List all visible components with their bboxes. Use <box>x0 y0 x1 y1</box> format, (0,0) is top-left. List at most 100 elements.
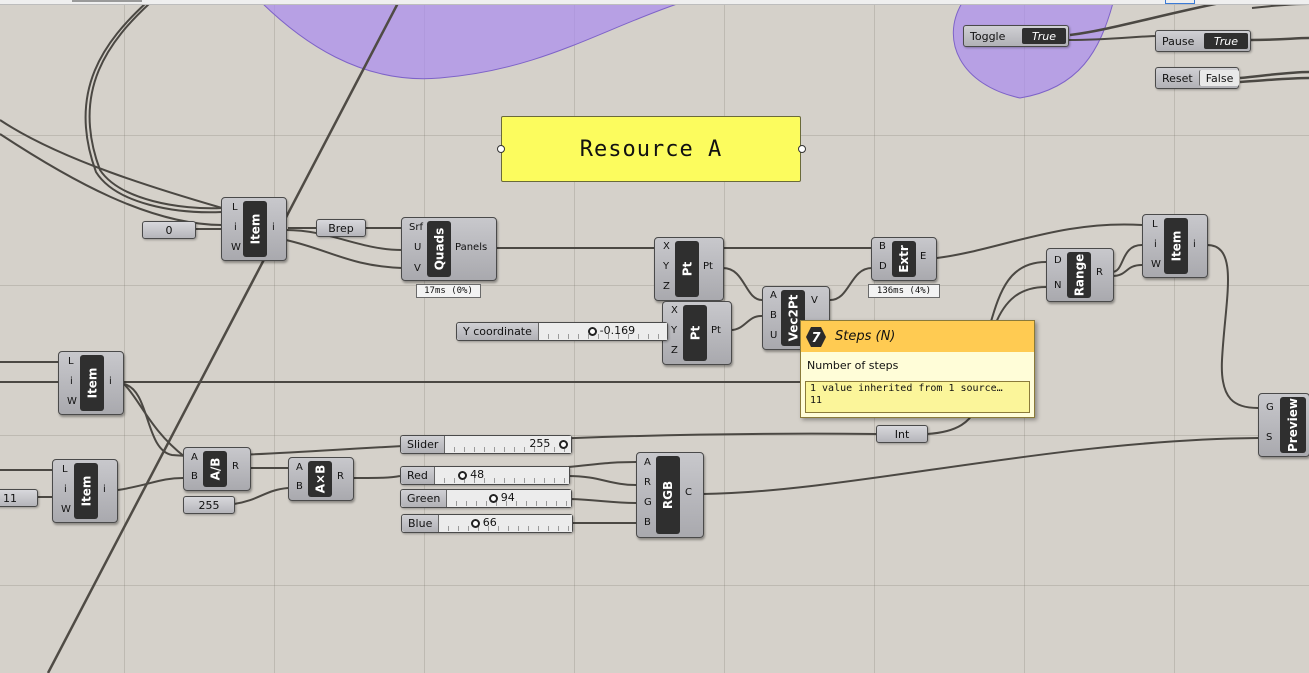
component-core: RGB <box>656 456 680 534</box>
list-item-component-right[interactable]: L i W Item i <box>1142 214 1208 278</box>
tooltip-value-line: 11 <box>810 395 823 406</box>
panel-input-grip[interactable] <box>497 145 505 153</box>
input-label-D: D <box>1054 255 1062 266</box>
input-label-A: A <box>296 462 303 473</box>
division-component[interactable]: A B A/B R <box>183 447 251 491</box>
boolean-toggle[interactable]: Toggle True <box>963 25 1069 47</box>
output-label-V: V <box>811 295 818 306</box>
slider-track[interactable]: 255 <box>445 436 571 453</box>
multiplication-component[interactable]: A B A×B R <box>288 457 354 501</box>
input-label-A: A <box>191 452 198 463</box>
preview-region-left <box>260 2 681 80</box>
input-label-W: W <box>231 242 241 253</box>
slider-track[interactable]: 94 <box>447 490 571 507</box>
component-name: Pt <box>680 261 694 277</box>
output-label-i: i <box>109 376 112 387</box>
slider-knob[interactable] <box>470 519 480 528</box>
slider-knob[interactable] <box>587 327 597 336</box>
input-label-S: S <box>1266 432 1273 443</box>
slider-track[interactable]: 66 <box>439 515 572 532</box>
number-param-255[interactable]: 255 <box>183 496 235 514</box>
slider-knob[interactable] <box>559 440 569 449</box>
slider-name: Y coordinate <box>457 323 539 340</box>
toolbar-button[interactable] <box>1165 0 1195 4</box>
range-component[interactable]: D N Range R <box>1046 248 1114 302</box>
integer-param-icon: 7 <box>805 326 827 348</box>
component-name: A/B <box>207 457 222 481</box>
param-value: 255 <box>198 498 220 512</box>
input-label-D: D <box>879 261 887 272</box>
extrude-component[interactable]: B D Extr E <box>871 237 937 281</box>
input-label-W: W <box>61 504 71 515</box>
slider-track[interactable]: -0.169 <box>538 323 667 340</box>
input-label-R: R <box>644 477 651 488</box>
input-label-i: i <box>1154 239 1157 250</box>
input-label-Z: Z <box>663 281 670 292</box>
input-label-Y: Y <box>663 261 670 272</box>
output-label-R: R <box>232 461 239 472</box>
number-param-eleven[interactable]: 11 <box>0 489 38 507</box>
component-core: A/B <box>203 451 227 487</box>
toggle-name: Pause <box>1162 34 1195 48</box>
input-label-i: i <box>234 222 237 233</box>
reset-toggle[interactable]: Reset False <box>1155 67 1240 89</box>
color-rgb-component[interactable]: A R G B RGB C <box>636 452 704 538</box>
red-slider[interactable]: Red 48 <box>400 466 570 485</box>
component-core: A×B <box>308 461 332 497</box>
slider-track[interactable]: 48 <box>434 467 569 484</box>
output-label-i: i <box>1193 239 1196 250</box>
green-slider[interactable]: Green 94 <box>400 489 572 508</box>
list-item-component-top[interactable]: L i W Item i <box>221 197 287 261</box>
component-core: Item <box>74 463 98 519</box>
component-core: Pt <box>683 305 707 361</box>
input-label-B: B <box>879 241 886 252</box>
timing-label-quads: 17ms (0%) <box>416 284 481 298</box>
input-label-B: B <box>770 310 777 321</box>
component-name: Item <box>79 475 93 507</box>
quads-component[interactable]: Srf U V Quads Panels <box>401 217 497 281</box>
panel-output-grip[interactable] <box>798 145 806 153</box>
input-label-i: i <box>70 376 73 387</box>
output-label-i: i <box>103 484 106 495</box>
resource-panel-text: Resource A <box>579 136 723 162</box>
slider-knob[interactable] <box>458 471 468 480</box>
integer-param[interactable]: Int <box>876 425 928 443</box>
preview-component[interactable]: G S Preview <box>1258 393 1309 457</box>
component-name: RGB <box>661 480 675 510</box>
input-label-U: U <box>770 330 778 341</box>
input-label-G: G <box>1266 402 1274 413</box>
tooltip-source-line: 1 value inherited from 1 source… <box>810 383 1003 394</box>
toggle-name: Toggle <box>970 29 1006 43</box>
component-name: Preview <box>1286 397 1301 453</box>
component-name: Vec2Pt <box>786 294 801 342</box>
input-label-G: G <box>644 497 652 508</box>
pause-toggle[interactable]: Pause True <box>1155 30 1251 52</box>
construct-point-component-top[interactable]: X Y Z Pt Pt <box>654 237 724 301</box>
resource-panel[interactable]: Resource A <box>501 116 801 182</box>
input-label-L: L <box>68 356 74 367</box>
input-label-U: U <box>414 242 422 253</box>
list-item-component-mid[interactable]: L i W Item i <box>58 351 124 415</box>
brep-param[interactable]: Brep <box>316 219 366 237</box>
input-label-L: L <box>232 202 238 213</box>
toggle-value[interactable]: False <box>1198 70 1240 86</box>
output-label-panels: Panels <box>455 242 488 253</box>
param-label: Int <box>894 427 910 441</box>
blue-slider[interactable]: Blue 66 <box>401 514 573 533</box>
output-label-pt: Pt <box>703 261 713 272</box>
input-label-X: X <box>671 305 678 316</box>
number-slider[interactable]: Slider 255 <box>400 435 572 454</box>
slider-knob[interactable] <box>488 494 498 503</box>
toggle-value[interactable]: True <box>1021 28 1066 44</box>
component-name: Extr <box>897 245 911 273</box>
component-core: Item <box>1164 218 1188 274</box>
toggle-value[interactable]: True <box>1203 33 1248 49</box>
input-label-Y: Y <box>671 325 678 336</box>
construct-point-component-mid[interactable]: X Y Z Pt Pt <box>662 301 732 365</box>
slider-value: -0.169 <box>599 324 636 337</box>
number-param-zero[interactable]: 0 <box>142 221 196 239</box>
y-coordinate-slider[interactable]: Y coordinate -0.169 <box>456 322 668 341</box>
list-item-component-low[interactable]: L i W Item i <box>52 459 118 523</box>
slider-value: 48 <box>470 468 485 481</box>
